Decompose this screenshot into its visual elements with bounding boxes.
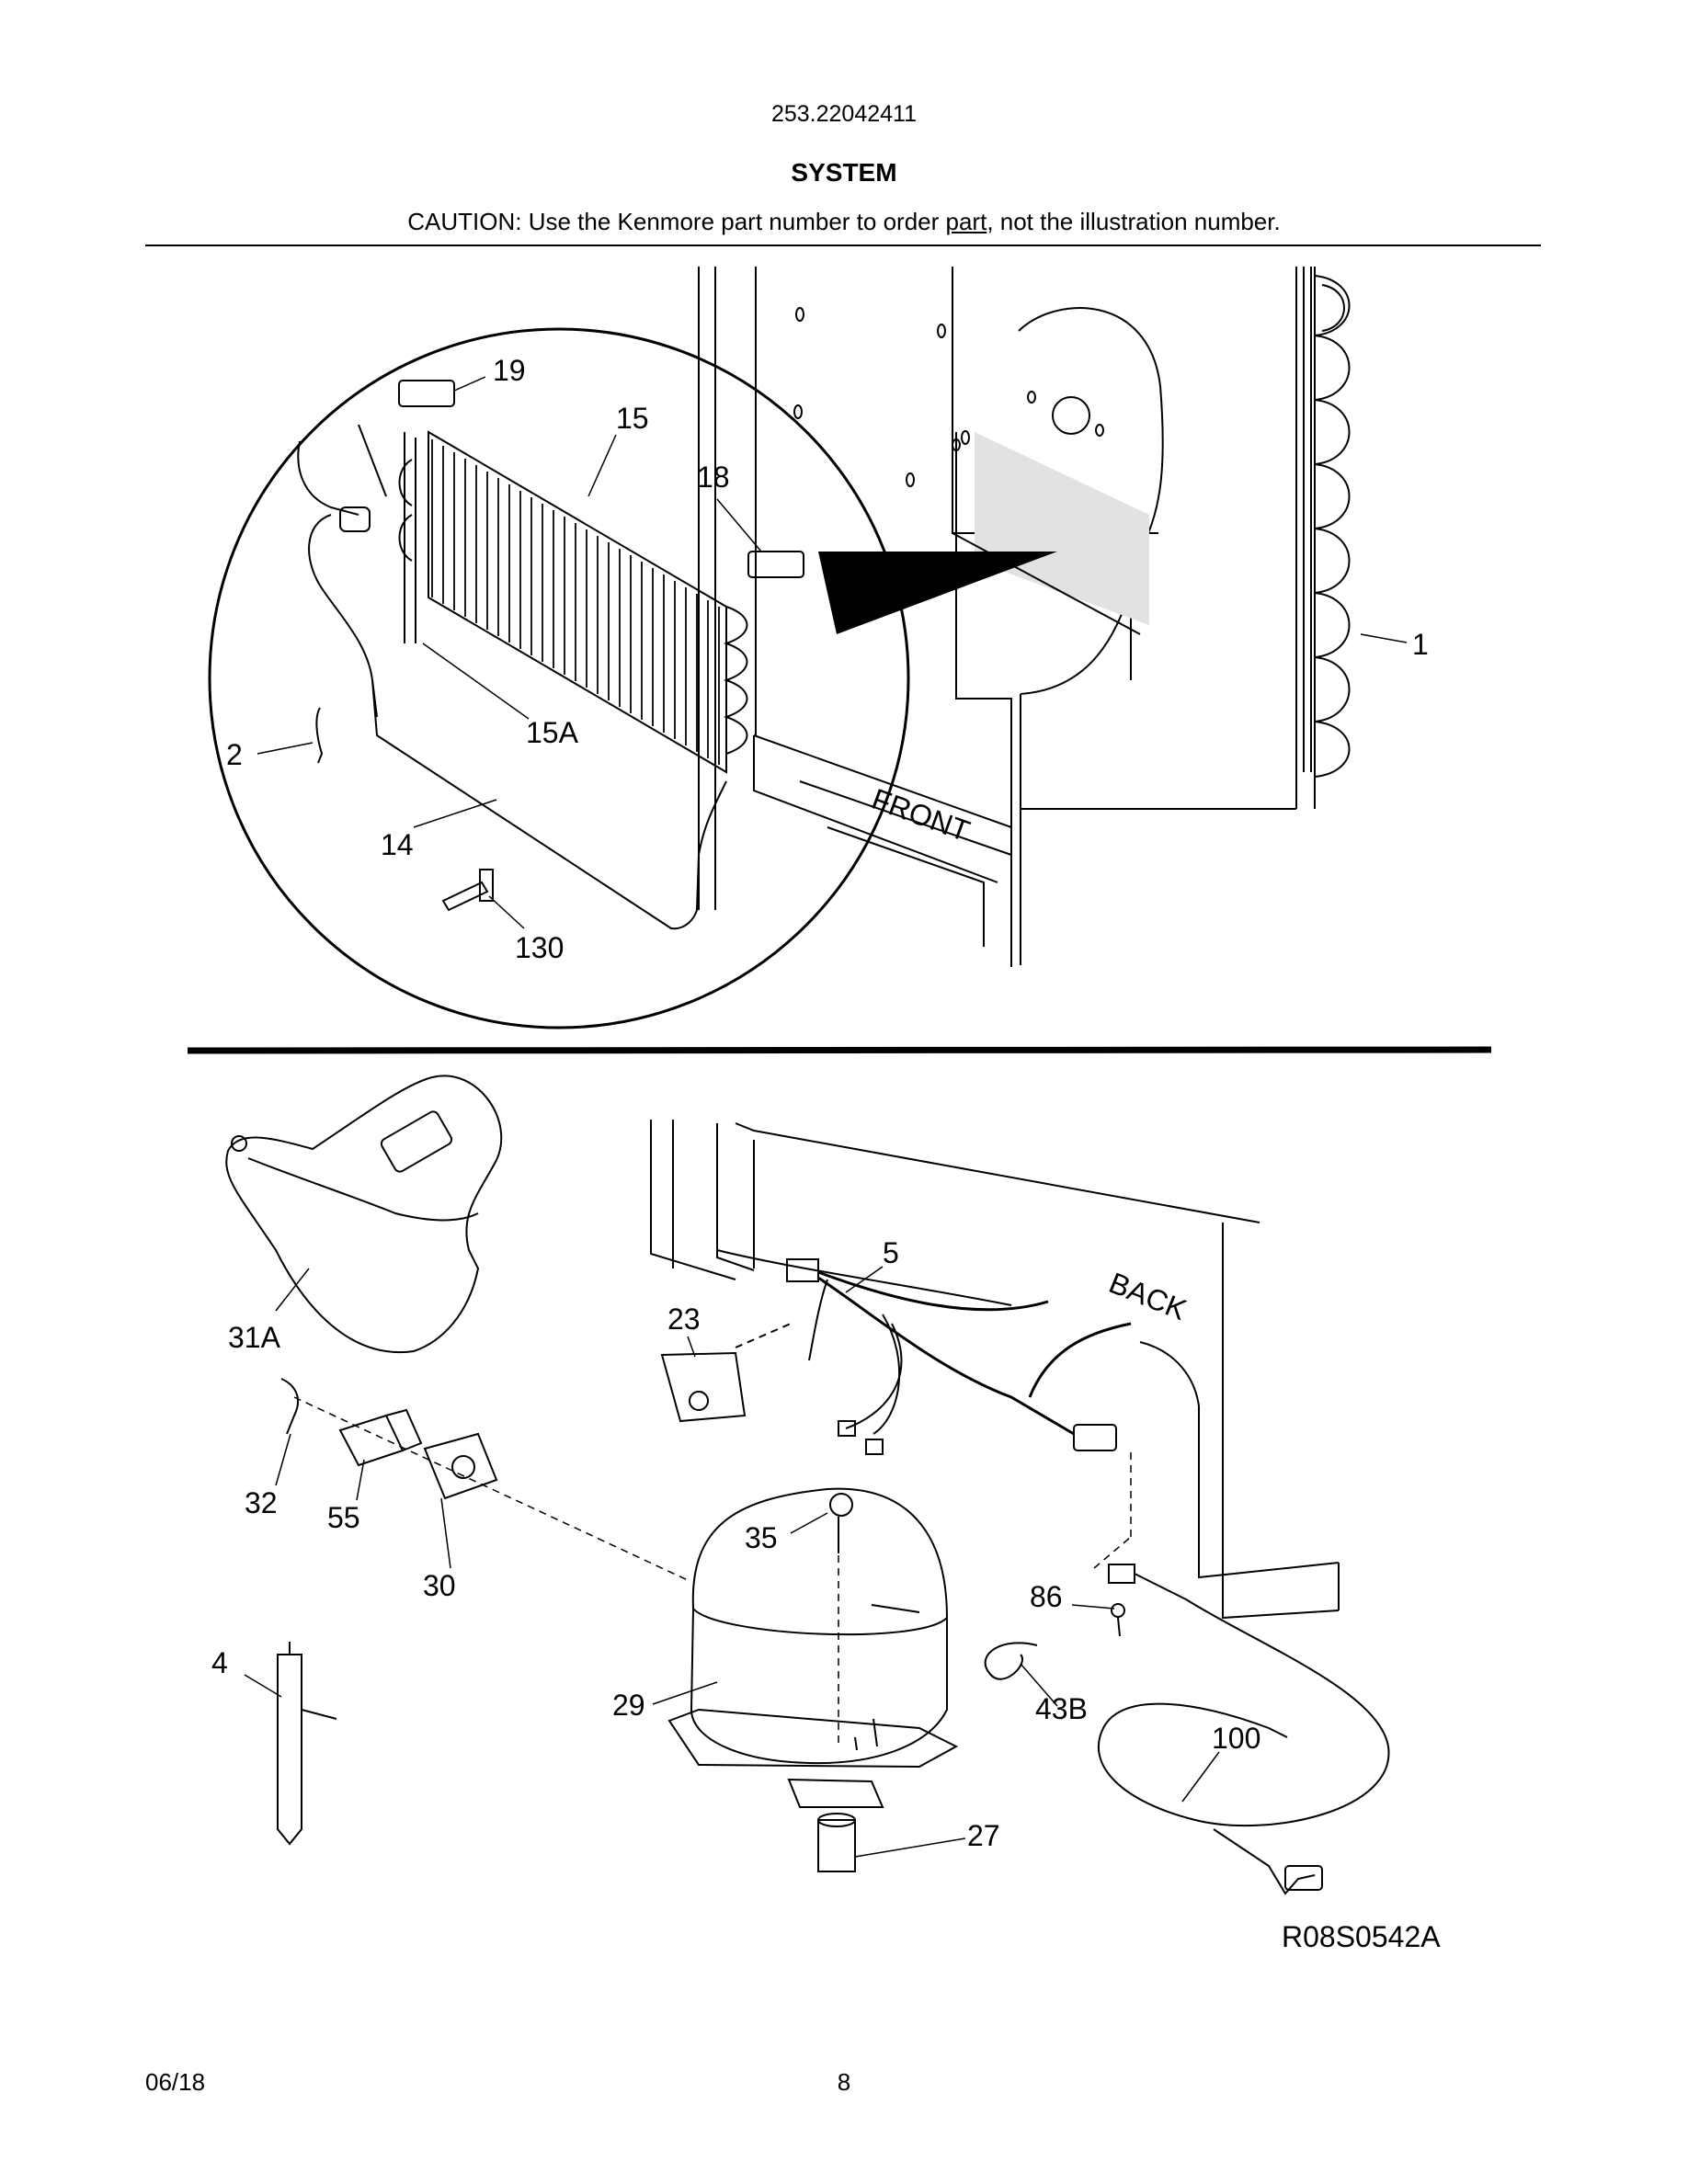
callout-31A: 31A (228, 1321, 281, 1354)
page-title: SYSTEM (791, 158, 897, 187)
callout-4: 4 (211, 1646, 228, 1679)
part-2-clip (315, 707, 324, 764)
upper-leader-lines (257, 376, 1408, 929)
callout-55: 55 (327, 1501, 360, 1534)
callout-23: 23 (667, 1302, 701, 1336)
caution-suffix: , not the illustration number. (987, 208, 1281, 235)
header-rule (145, 245, 1541, 246)
callout-32: 32 (245, 1486, 278, 1519)
suction-line-14 (371, 679, 727, 930)
evaporator-illustration (398, 430, 748, 774)
part-43B-clip (984, 1642, 1038, 1680)
power-cord-100 (1093, 1452, 1390, 1895)
callout-15A: 15A (526, 716, 579, 749)
back-label: BACK (1104, 1266, 1191, 1326)
callout-18: 18 (697, 461, 730, 494)
callout-100: 100 (1212, 1722, 1260, 1755)
callout-14: 14 (381, 828, 414, 861)
detail-magnifier-circle (208, 327, 910, 1029)
lower-leader-lines (244, 1266, 1220, 1858)
part-55-relay (338, 1408, 423, 1467)
drawing-id: R08S0542A (1282, 1920, 1441, 1953)
callout-19: 19 (493, 354, 526, 387)
callout-29: 29 (612, 1689, 645, 1722)
part-30-overload (423, 1432, 498, 1500)
caution-prefix: CAUTION: Use the Kenmore part number to … (407, 208, 946, 235)
model-number: 253.22042411 (770, 101, 918, 127)
caution-note: CAUTION: Use the Kenmore part number to … (0, 208, 1688, 236)
section-divider (187, 1046, 1492, 1054)
part-4-drier (277, 1642, 337, 1846)
part-86-screw (1111, 1603, 1125, 1637)
drain-pan-31A (225, 1075, 503, 1354)
part-27-grommet (817, 1813, 856, 1872)
callout-30: 30 (423, 1569, 456, 1602)
assembly-dash-line (293, 1396, 690, 1582)
callout-5: 5 (883, 1236, 899, 1269)
freezer-cabinet-illustration (698, 267, 1316, 967)
callout-15: 15 (616, 402, 649, 435)
callout-2: 2 (226, 738, 243, 771)
thermostat-sensor-wire (297, 424, 387, 718)
part-32-clip (280, 1378, 299, 1435)
defrost-timer-23 (660, 1323, 792, 1423)
cabinet-back-illustration (650, 1120, 1340, 1620)
part-19-block (398, 380, 455, 407)
condenser-coil-illustration (1303, 267, 1351, 778)
page-number: 8 (837, 2068, 851, 2096)
callout-1: 1 (1412, 628, 1429, 661)
callout-43B: 43B (1035, 1692, 1088, 1725)
part-35-screw (829, 1493, 853, 1746)
compressor-29 (667, 1487, 959, 1808)
callout-130: 130 (515, 931, 564, 964)
front-label: FRONT (868, 782, 975, 848)
callout-35: 35 (745, 1521, 778, 1554)
callout-27: 27 (967, 1819, 1000, 1852)
caution-underlined-word: part (945, 208, 987, 235)
footer-date: 06/18 (145, 2068, 206, 2096)
callout-86: 86 (1030, 1580, 1063, 1613)
part-130-plug (441, 869, 494, 912)
part-18-block (747, 551, 804, 578)
wiring-harness-5 (786, 1258, 1132, 1455)
